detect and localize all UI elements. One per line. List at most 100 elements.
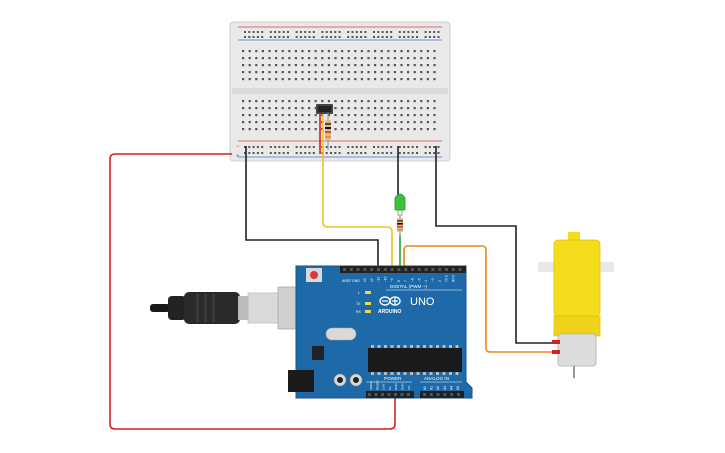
breadboard-hole[interactable] <box>242 64 245 67</box>
breadboard-hole[interactable] <box>367 121 370 124</box>
breadboard-hole[interactable] <box>288 128 291 131</box>
breadboard-hole[interactable] <box>433 78 436 81</box>
rail-hole[interactable] <box>407 152 410 154</box>
rail-hole[interactable] <box>261 146 264 148</box>
breadboard-hole[interactable] <box>354 107 357 110</box>
breadboard-hole[interactable] <box>314 100 317 103</box>
breadboard-hole[interactable] <box>380 121 383 124</box>
breadboard-hole[interactable] <box>420 57 423 60</box>
breadboard-hole[interactable] <box>426 50 429 53</box>
rail-hole[interactable] <box>304 36 307 38</box>
rail-hole[interactable] <box>407 31 410 33</box>
breadboard-hole[interactable] <box>301 121 304 124</box>
breadboard-hole[interactable] <box>420 50 423 53</box>
header-pin[interactable] <box>349 268 353 271</box>
analog-header[interactable] <box>420 391 464 398</box>
breadboard-hole[interactable] <box>413 128 416 131</box>
rail-hole[interactable] <box>403 152 406 154</box>
breadboard-hole[interactable] <box>367 128 370 131</box>
breadboard-hole[interactable] <box>400 57 403 60</box>
header-pin[interactable] <box>383 268 387 271</box>
breadboard-hole[interactable] <box>281 121 284 124</box>
rail-hole[interactable] <box>424 31 427 33</box>
breadboard-hole[interactable] <box>327 57 330 60</box>
rail-hole[interactable] <box>373 36 375 38</box>
breadboard-hole[interactable] <box>426 100 429 103</box>
breadboard-hole[interactable] <box>334 57 337 60</box>
rail-hole[interactable] <box>299 36 302 38</box>
breadboard-hole[interactable] <box>248 57 251 60</box>
breadboard-hole[interactable] <box>314 50 317 53</box>
rail-hole[interactable] <box>308 31 311 33</box>
top-power-rail[interactable] <box>244 31 440 38</box>
rail-hole[interactable] <box>274 146 277 148</box>
rail-hole[interactable] <box>261 31 264 33</box>
breadboard-hole[interactable] <box>248 100 251 103</box>
breadboard-hole[interactable] <box>433 64 436 67</box>
analog-pin[interactable] <box>436 393 440 396</box>
breadboard-hole[interactable] <box>281 78 284 81</box>
breadboard-hole[interactable] <box>360 78 363 81</box>
rail-hole[interactable] <box>248 31 251 33</box>
breadboard-hole[interactable] <box>341 78 344 81</box>
breadboard-hole[interactable] <box>393 128 396 131</box>
rail-hole[interactable] <box>244 36 246 38</box>
breadboard-hole[interactable] <box>360 71 363 74</box>
breadboard-hole[interactable] <box>347 100 350 103</box>
rail-hole[interactable] <box>282 146 285 148</box>
breadboard-hole[interactable] <box>294 114 297 117</box>
breadboard-hole[interactable] <box>393 114 396 117</box>
power-pin[interactable] <box>374 393 378 396</box>
breadboard-hole[interactable] <box>334 78 337 81</box>
header-pin[interactable] <box>390 268 394 271</box>
breadboard-hole[interactable] <box>360 107 363 110</box>
breadboard-hole[interactable] <box>413 114 416 117</box>
breadboard-hole[interactable] <box>407 114 410 117</box>
breadboard-hole[interactable] <box>314 107 317 110</box>
breadboard-hole[interactable] <box>308 57 311 60</box>
rail-hole[interactable] <box>403 31 406 33</box>
rail-hole[interactable] <box>325 146 328 148</box>
header-pin[interactable] <box>431 268 435 271</box>
breadboard-hole[interactable] <box>374 78 377 81</box>
breadboard-hole[interactable] <box>288 57 291 60</box>
breadboard-hole[interactable] <box>301 107 304 110</box>
breadboard-hole[interactable] <box>294 57 297 60</box>
breadboard-hole[interactable] <box>275 57 278 60</box>
breadboard-hole[interactable] <box>374 64 377 67</box>
breadboard-hole[interactable] <box>255 71 258 74</box>
breadboard-hole[interactable] <box>327 78 330 81</box>
digital-header[interactable] <box>340 266 466 273</box>
rail-hole[interactable] <box>381 146 384 148</box>
rail-hole[interactable] <box>424 146 427 148</box>
breadboard-hole[interactable] <box>268 114 271 117</box>
rail-hole[interactable] <box>334 36 337 38</box>
green-led[interactable] <box>394 193 406 216</box>
breadboard-hole[interactable] <box>387 107 390 110</box>
rail-hole[interactable] <box>355 31 358 33</box>
breadboard-hole[interactable] <box>354 50 357 53</box>
breadboard-hole[interactable] <box>387 128 390 131</box>
breadboard-hole[interactable] <box>255 114 258 117</box>
breadboard-hole[interactable] <box>301 128 304 131</box>
rail-hole[interactable] <box>256 146 259 148</box>
rail-hole[interactable] <box>416 36 418 38</box>
rail-hole[interactable] <box>407 146 410 148</box>
rail-hole[interactable] <box>325 36 328 38</box>
breadboard-hole[interactable] <box>275 107 278 110</box>
breadboard-hole[interactable] <box>281 107 284 110</box>
breadboard-hole[interactable] <box>400 128 403 131</box>
breadboard-hole[interactable] <box>242 107 245 110</box>
breadboard-hole[interactable] <box>248 78 251 81</box>
breadboard-hole[interactable] <box>308 100 311 103</box>
breadboard-hole[interactable] <box>248 64 251 67</box>
breadboard-hole[interactable] <box>400 100 403 103</box>
breadboard-hole[interactable] <box>400 107 403 110</box>
breadboard-hole[interactable] <box>334 114 337 117</box>
breadboard-hole[interactable] <box>275 78 278 81</box>
breadboard-hole[interactable] <box>281 57 284 60</box>
rail-hole[interactable] <box>278 36 281 38</box>
breadboard-hole[interactable] <box>360 64 363 67</box>
breadboard-hole[interactable] <box>261 100 264 103</box>
breadboard-hole[interactable] <box>367 50 370 53</box>
